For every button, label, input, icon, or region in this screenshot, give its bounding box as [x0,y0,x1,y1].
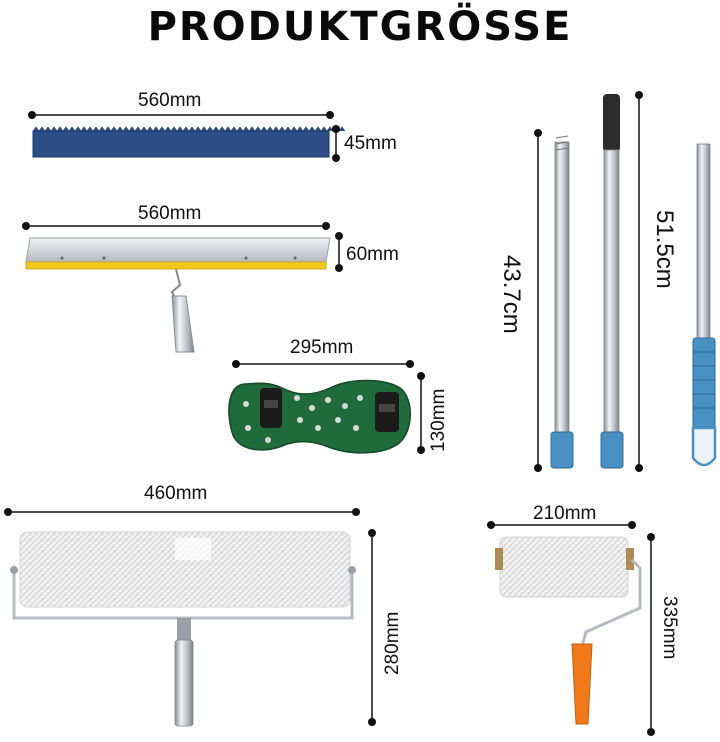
spike-blade [28,111,346,162]
spike-blade-height-label: 45mm [344,133,397,154]
small-roller-height-label: 335mm [659,596,680,660]
spike-blade-length-label: 560mm [138,90,202,111]
shoe-length-label: 295mm [290,337,354,358]
pole-grip [603,94,620,152]
small-spike-roller [487,521,655,736]
extension-poles [534,91,717,472]
pole-long-label: 51.5cm [651,210,678,289]
squeegee-length-label: 560mm [138,203,202,224]
large-spike-roller [4,508,376,727]
squeegee-height-label: 60mm [346,244,399,265]
pole-short-label: 43.7cm [498,255,525,334]
shoe-width-label: 130mm [428,388,449,452]
blade-body [33,131,329,157]
orange-handle [571,643,593,725]
spike-shoe [228,360,425,454]
large-roller-width-label: 460mm [144,483,208,504]
page-title: PRODUKTGRÖSSE [147,4,573,50]
pole-end-cap [550,431,574,469]
small-roller-width-label: 210mm [533,503,597,524]
large-roller-height-label: 280mm [382,611,403,675]
squeegee [22,222,343,353]
squeegee-rubber-edge [25,261,327,270]
